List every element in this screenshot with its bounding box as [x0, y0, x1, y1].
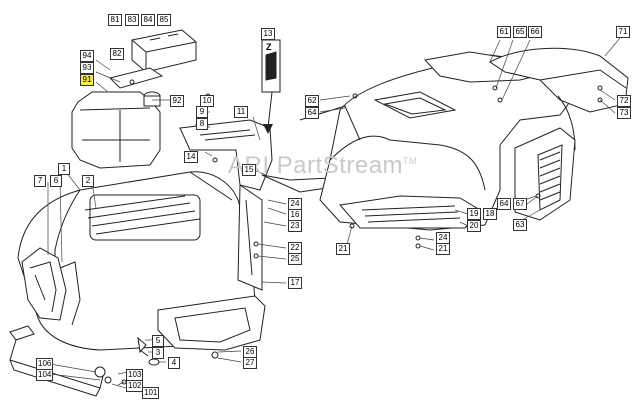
callout-101[interactable]: 101	[142, 387, 159, 399]
callout-84[interactable]: 84	[141, 14, 155, 26]
callout-91[interactable]: 91	[80, 74, 94, 86]
callout-102[interactable]: 102	[126, 380, 143, 392]
callout-6[interactable]: 6	[50, 175, 62, 187]
callout-72[interactable]: 72	[617, 95, 631, 107]
callout-93[interactable]: 93	[80, 62, 94, 74]
callout-25[interactable]: 25	[288, 253, 302, 265]
callout-21-a[interactable]: 21	[336, 243, 350, 255]
callout-20[interactable]: 20	[467, 220, 481, 232]
callout-62[interactable]: 62	[305, 95, 319, 107]
callout-61[interactable]: 61	[497, 26, 511, 38]
watermark: ARI PartStreamTM	[228, 152, 418, 179]
decal-panel	[262, 40, 280, 92]
callout-19[interactable]: 19	[467, 208, 481, 220]
callout-11[interactable]: 11	[234, 106, 248, 118]
side-panel	[515, 128, 575, 220]
callout-1[interactable]: 1	[58, 163, 70, 175]
callout-66[interactable]: 66	[528, 26, 542, 38]
callout-63[interactable]: 63	[513, 219, 527, 231]
callout-73[interactable]: 73	[617, 107, 631, 119]
callout-83[interactable]: 83	[125, 14, 139, 26]
callout-18[interactable]: 18	[483, 208, 497, 220]
decal-letter: Z	[266, 42, 272, 52]
callout-82[interactable]: 82	[110, 48, 124, 60]
callout-81[interactable]: 81	[108, 14, 122, 26]
battery-box	[110, 30, 196, 88]
callout-4[interactable]: 4	[168, 357, 180, 369]
callout-8[interactable]: 8	[196, 118, 208, 130]
callout-64-a[interactable]: 64	[305, 107, 319, 119]
callout-64-b[interactable]: 64	[497, 198, 511, 210]
callout-27[interactable]: 27	[243, 357, 257, 369]
callout-92[interactable]: 92	[170, 95, 184, 107]
callout-17[interactable]: 17	[288, 277, 302, 289]
callout-10[interactable]: 10	[200, 95, 214, 107]
callout-13[interactable]: 13	[261, 28, 275, 40]
callout-7[interactable]: 7	[34, 175, 46, 187]
hood-hardware	[138, 338, 159, 365]
hood-bracket	[10, 326, 112, 396]
callout-71[interactable]: 71	[616, 26, 630, 38]
callout-94[interactable]: 94	[80, 50, 94, 62]
callout-9[interactable]: 9	[196, 106, 208, 118]
callout-2[interactable]: 2	[82, 175, 94, 187]
callout-67[interactable]: 67	[513, 198, 527, 210]
callout-85[interactable]: 85	[157, 14, 171, 26]
leader-arrow	[268, 92, 272, 128]
callout-65[interactable]: 65	[513, 26, 527, 38]
floor-pan	[158, 296, 265, 359]
callout-16[interactable]: 16	[288, 209, 302, 221]
callout-104[interactable]: 104	[36, 369, 53, 381]
rear-fender	[490, 48, 628, 150]
callout-5[interactable]: 5	[152, 335, 164, 347]
callout-3[interactable]: 3	[152, 347, 164, 359]
fuel-tank	[72, 92, 160, 168]
callout-21-b[interactable]: 21	[436, 243, 450, 255]
callout-23[interactable]: 23	[288, 220, 302, 232]
callout-15[interactable]: 15	[242, 164, 256, 176]
callout-14[interactable]: 14	[184, 151, 198, 163]
